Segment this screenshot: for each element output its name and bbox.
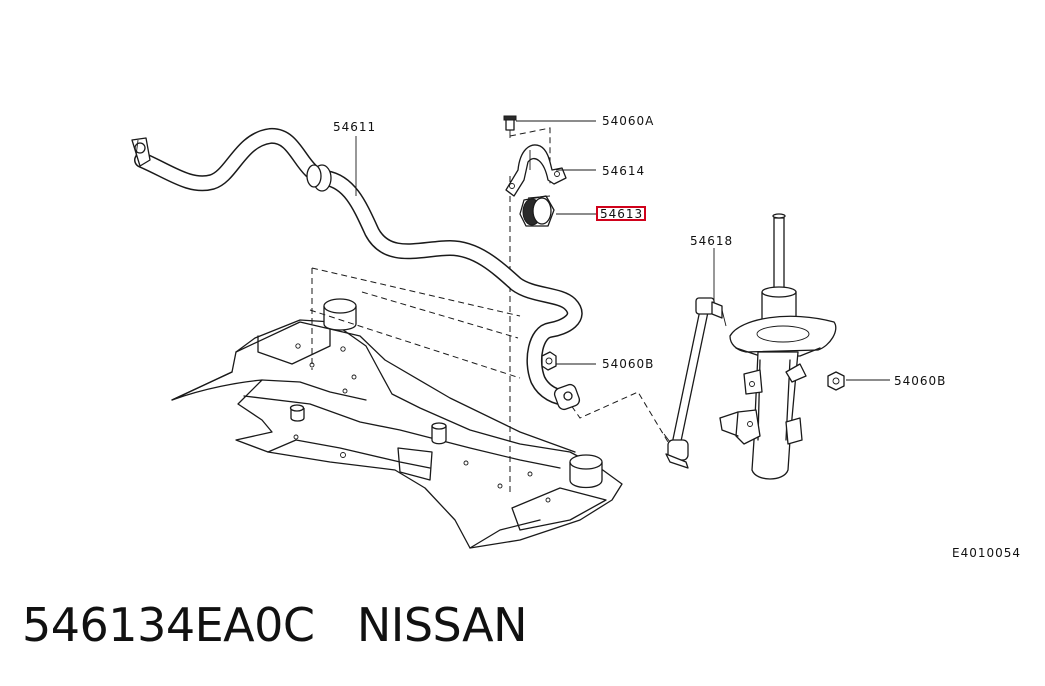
callout-nut-left: 54060B xyxy=(602,357,654,371)
nut-right xyxy=(827,371,845,391)
stabilizer-bushing xyxy=(519,195,555,227)
subframe-mount-rear xyxy=(323,298,357,331)
figure-code: E4010054 xyxy=(952,546,1021,560)
bar-inner-bushing xyxy=(306,164,332,192)
nut-left xyxy=(541,351,557,371)
connecting-rod xyxy=(663,297,727,469)
part-number-caption: 546134EA0C NISSAN xyxy=(22,598,528,652)
callout-bracket-bolt: 54060A xyxy=(602,114,654,128)
callout-bushing: 54613 xyxy=(600,207,643,221)
strut-assembly xyxy=(719,213,837,480)
bush-clamp xyxy=(505,144,567,197)
bar-end-eye xyxy=(553,383,581,411)
subframe-stud xyxy=(289,404,447,445)
bracket-bolt xyxy=(503,115,517,138)
callout-connecting-rod: 54618 xyxy=(690,234,733,248)
callout-stabilizer-bar: 54611 xyxy=(333,120,376,134)
callout-nut-right: 54060B xyxy=(894,374,946,388)
parts-diagram: 54611 54060A 54614 54613 54618 54060B 54… xyxy=(131,114,1021,560)
subframe-holes xyxy=(293,343,551,503)
callout-bush-clamp: 54614 xyxy=(602,164,645,178)
subframe-mount-front xyxy=(569,454,603,489)
leader-lines xyxy=(355,120,890,381)
highlight-box xyxy=(596,206,646,221)
alignment-lines xyxy=(309,127,669,496)
stabilizer-bar xyxy=(131,128,583,411)
